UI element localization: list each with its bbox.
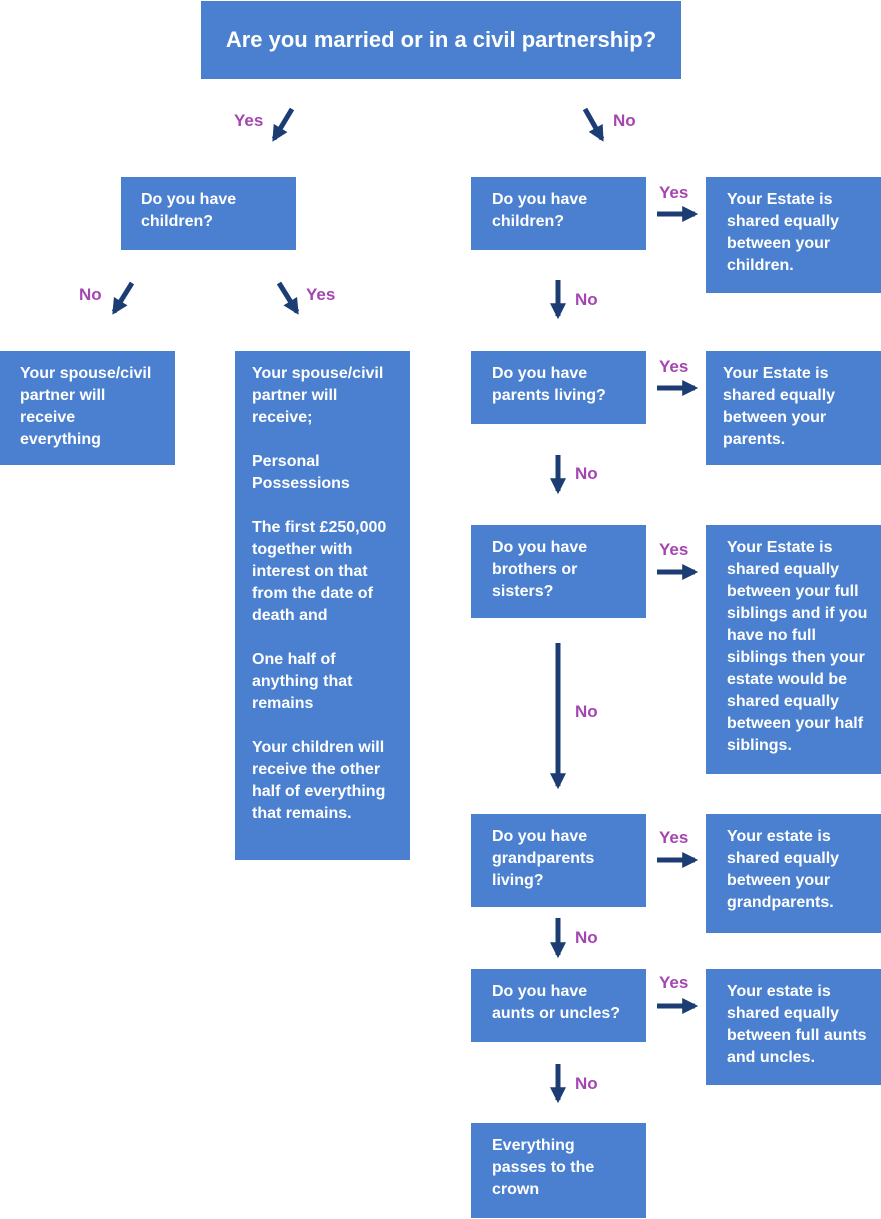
aunts-outcome-box: Your estate is shared equally between fu… xyxy=(706,969,881,1085)
married-children-question: Do you have children? xyxy=(141,191,237,230)
outcome-line: Your children will receive the other hal… xyxy=(252,739,386,822)
arrow-married-no xyxy=(582,107,605,142)
label-siblings-yes: Yes xyxy=(659,540,689,559)
siblings-question: Do you have brothers or sisters? xyxy=(492,539,588,600)
label-parents-no: No xyxy=(575,464,598,483)
grandparents-outcome: Your estate is shared equally between yo… xyxy=(727,828,840,911)
siblings-question-box: Do you have brothers or sisters? xyxy=(471,525,646,618)
crown-outcome-box: Everything passes to the crown xyxy=(471,1123,646,1218)
label-parents-yes: Yes xyxy=(659,357,689,376)
label-married-children-no: No xyxy=(79,285,102,304)
arrow-married-children-no xyxy=(111,281,135,315)
married-children-question-box: Do you have children? xyxy=(121,177,296,250)
root-question: Are you married or in a civil partnershi… xyxy=(225,27,657,52)
arrow-married-yes xyxy=(271,107,295,142)
children-question: Do you have children? xyxy=(492,191,588,230)
parents-outcome-box: Your Estate is shared equally between yo… xyxy=(706,351,881,465)
label-married-children-yes: Yes xyxy=(306,285,336,304)
parents-outcome: Your Estate is shared equally between yo… xyxy=(723,365,836,448)
aunts-question-box: Do you have aunts or uncles? xyxy=(471,969,646,1042)
parents-question-box: Do you have parents living? xyxy=(471,351,646,424)
outcome-line: Personal Possessions xyxy=(252,453,350,492)
aunts-question: Do you have aunts or uncles? xyxy=(492,983,621,1022)
label-grandparents-no: No xyxy=(575,928,598,947)
grandparents-question: Do you have grandparents living? xyxy=(492,828,595,889)
children-question-box: Do you have children? xyxy=(471,177,646,250)
label-children-no: No xyxy=(575,290,598,309)
label-children-yes: Yes xyxy=(659,183,689,202)
siblings-outcome: Your Estate is shared equally between yo… xyxy=(727,539,868,754)
outcome-line: Your spouse/civil partner will receive; xyxy=(252,365,384,426)
parents-question: Do you have parents living? xyxy=(492,365,606,404)
label-married-yes: Yes xyxy=(234,111,264,130)
label-aunts-no: No xyxy=(575,1074,598,1093)
crown-outcome: Everything passes to the crown xyxy=(492,1137,595,1198)
grandparents-question-box: Do you have grandparents living? xyxy=(471,814,646,907)
label-aunts-yes: Yes xyxy=(659,973,689,992)
arrow-married-children-yes xyxy=(276,281,300,315)
siblings-outcome-box: Your Estate is shared equally between yo… xyxy=(706,525,881,774)
grandparents-outcome-box: Your estate is shared equally between yo… xyxy=(706,814,881,933)
children-outcome: Your Estate is shared equally between yo… xyxy=(727,191,840,274)
root-question-box: Are you married or in a civil partnershi… xyxy=(201,1,681,79)
label-siblings-no: No xyxy=(575,702,598,721)
aunts-outcome: Your estate is shared equally between fu… xyxy=(727,983,867,1066)
married-with-children-outcome-box: Your spouse/civil partner will receive; … xyxy=(235,351,410,860)
children-outcome-box: Your Estate is shared equally between yo… xyxy=(706,177,881,293)
label-married-no: No xyxy=(613,111,636,130)
outcome-line: The first £250,000 together with interes… xyxy=(252,519,387,624)
label-grandparents-yes: Yes xyxy=(659,828,689,847)
outcome-line: One half of anything that remains xyxy=(252,651,353,712)
married-no-children-outcome-box: Your spouse/civil partner will receive e… xyxy=(0,351,175,465)
married-no-children-outcome: Your spouse/civil partner will receive e… xyxy=(20,365,152,448)
